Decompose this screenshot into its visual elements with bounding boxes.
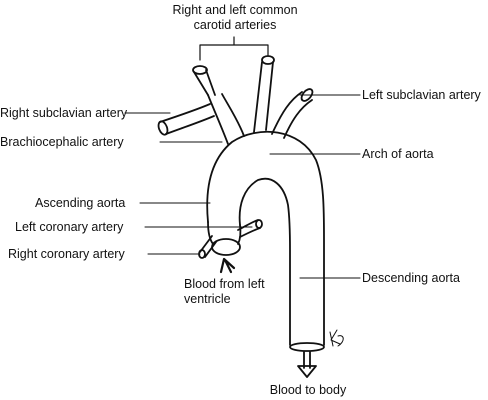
arrow-to-body (297, 351, 317, 378)
carotid-label-line2: carotid arteries (193, 18, 277, 32)
blood-from-label: Blood from left ventricle (184, 277, 265, 307)
left-coronary-vessel (237, 219, 259, 231)
right-subclavian-label: Right subclavian artery (0, 106, 128, 120)
right-coronary-label: Right coronary artery (8, 247, 125, 261)
carotid-bracket (199, 36, 269, 61)
left-coronary-label: Left coronary artery (15, 220, 124, 234)
blood-from-label-line2: ventricle (184, 292, 231, 306)
descending-label: Descending aorta (362, 271, 460, 285)
arch-label: Arch of aorta (362, 147, 434, 161)
descending-opening (289, 342, 325, 352)
aorta-body (206, 130, 325, 346)
ascending-label: Ascending aorta (35, 196, 126, 210)
carotid-label-line1: Right and left common (172, 3, 298, 17)
aorta-inner (238, 177, 291, 346)
left-subclavian-label: Left subclavian artery (362, 88, 481, 102)
brachiocephalic-trunk (207, 94, 229, 145)
artist-signature (329, 329, 344, 347)
arrow-into-aorta (219, 257, 236, 274)
left-subclavian-vessel (271, 91, 303, 135)
blood-from-label-line1: Blood from left (184, 277, 265, 291)
left-carotid (253, 61, 263, 133)
right-subclavian-vessel (159, 103, 211, 123)
right-carotid (193, 71, 209, 96)
blood-to-body-label: Blood to body (269, 383, 347, 397)
brachiocephalic-label: Brachiocephalic artery (0, 135, 124, 149)
carotid-label: Right and left common carotid arteries (160, 3, 310, 33)
